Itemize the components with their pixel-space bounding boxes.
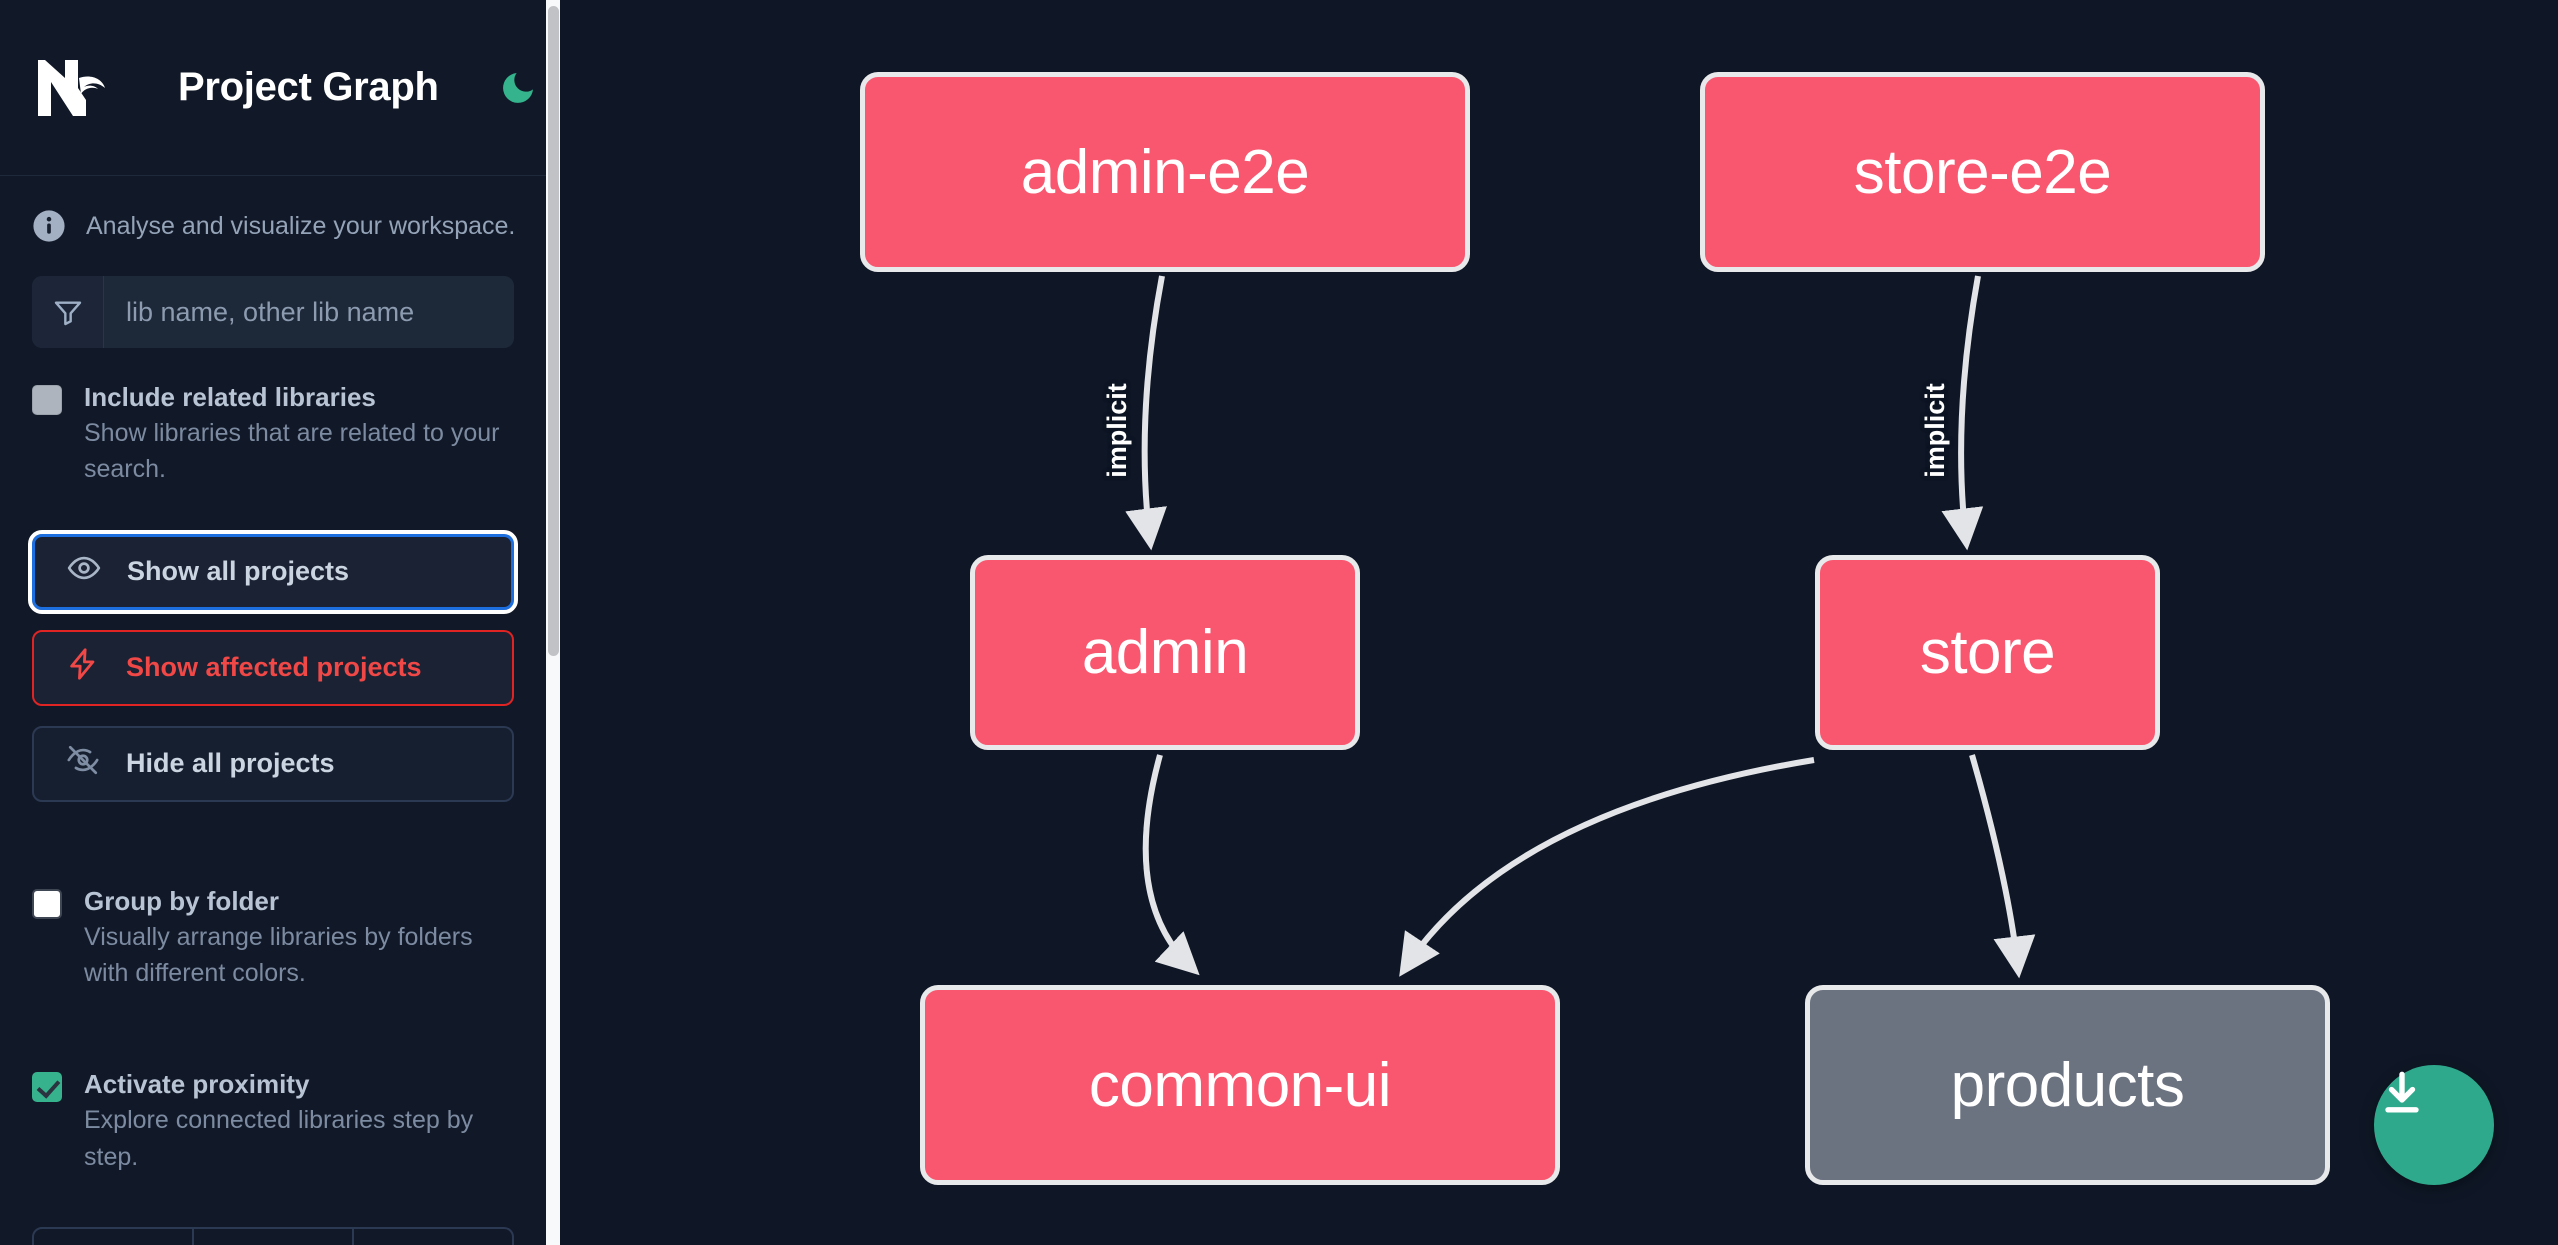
graph-canvas[interactable]: admin-e2e store-e2e admin store common-u… — [560, 0, 2558, 1245]
group-by-folder-checkbox[interactable] — [32, 888, 62, 919]
option-group-by-folder[interactable]: Group by folder Visually arrange librari… — [0, 884, 546, 992]
show-affected-projects-button[interactable]: Show affected projects — [32, 629, 514, 706]
edge-store-products — [1969, 754, 2036, 979]
hide-all-projects-button[interactable]: Hide all projects — [32, 725, 514, 802]
eye-off-icon — [66, 743, 100, 784]
nx-logo-icon — [32, 56, 116, 120]
analyse-note: Analyse and visualize your workspace. — [0, 176, 546, 276]
bottom-segmented-control[interactable] — [32, 1227, 514, 1245]
search-input[interactable] — [104, 276, 514, 348]
sidebar-scrollbar-thumb[interactable] — [548, 6, 559, 656]
sidebar-header: Project Graph — [0, 0, 546, 176]
bolt-icon — [66, 647, 100, 688]
projects-button-group: Show all projects Show affected projects — [0, 529, 546, 802]
node-label: admin-e2e — [1020, 137, 1310, 207]
analyse-label: Analyse and visualize your workspace. — [86, 211, 516, 240]
node-label: admin — [1081, 618, 1249, 687]
option-title: Group by folder — [84, 885, 279, 916]
edge-store-common-ui — [1399, 757, 1815, 977]
edge-store-e2e-store — [1941, 275, 1984, 551]
graph-node-common-ui[interactable]: common-ui — [920, 985, 1560, 1185]
edge-admin-common-ui — [1142, 754, 1200, 976]
page-title: Project Graph — [178, 65, 439, 109]
info-circle-icon — [32, 209, 66, 243]
graph-edges — [1125, 275, 2036, 979]
show-all-projects-label: Show all projects — [127, 556, 350, 587]
node-label: products — [1950, 1050, 2185, 1120]
option-title: Activate proximity — [84, 1069, 310, 1100]
graph-node-admin-e2e[interactable]: admin-e2e — [860, 72, 1470, 272]
graph-node-store-e2e[interactable]: store-e2e — [1700, 72, 2265, 272]
node-label: store — [1919, 618, 2056, 687]
option-description: Show libraries that are related to your … — [84, 419, 500, 484]
show-all-projects-button[interactable]: Show all projects — [28, 529, 518, 614]
graph-node-store[interactable]: store — [1815, 555, 2160, 750]
include-related-libraries-checkbox[interactable] — [32, 385, 62, 415]
show-affected-projects-label: Show affected projects — [126, 652, 422, 683]
moon-icon[interactable] — [497, 67, 539, 109]
edge-admin-e2e-admin — [1125, 275, 1167, 551]
option-activate-proximity[interactable]: Activate proximity Explore connected lib… — [0, 1067, 546, 1175]
sidebar-scrollbar[interactable] — [546, 0, 560, 1245]
filter-funnel-icon[interactable] — [32, 276, 104, 348]
segment-3[interactable] — [354, 1229, 512, 1245]
hide-all-projects-label: Hide all projects — [126, 748, 335, 779]
eye-icon — [67, 551, 101, 592]
graph-options: Group by folder Visually arrange librari… — [0, 852, 546, 1175]
graph-node-admin[interactable]: admin — [970, 555, 1360, 750]
graph-node-products[interactable]: products — [1805, 985, 2330, 1185]
sidebar: Project Graph Analyse and visualize your… — [0, 0, 560, 1245]
option-description: Visually arrange libraries by folders wi… — [84, 922, 473, 987]
option-title: Include related libraries — [84, 382, 376, 412]
search-bar — [32, 276, 514, 348]
option-description: Explore connected libraries step by step… — [84, 1106, 474, 1171]
segment-2[interactable] — [194, 1229, 354, 1245]
download-graph-button[interactable] — [2374, 1065, 2494, 1185]
option-include-related-libraries[interactable]: Include related libraries Show libraries… — [0, 380, 546, 488]
node-label: common-ui — [1088, 1050, 1392, 1120]
activate-proximity-checkbox[interactable] — [32, 1072, 62, 1103]
node-label: store-e2e — [1853, 137, 2112, 207]
segment-1[interactable] — [34, 1229, 194, 1245]
